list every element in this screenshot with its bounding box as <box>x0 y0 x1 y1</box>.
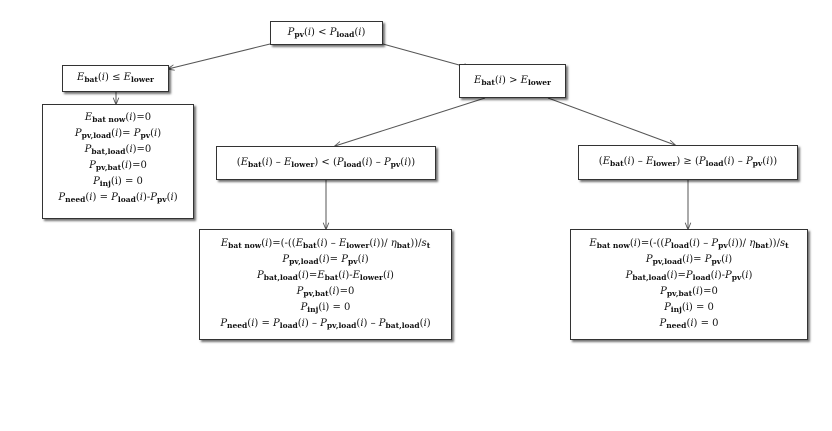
far-right-condition-text: (Ebat(i) – Elower) ≥ (Pload(i) – Ppv(i)) <box>598 156 778 169</box>
arrow-right-to-middle <box>335 97 486 146</box>
middle-pneed-line: Pneed(i) = Pload(i) – Ppv,load(i) – Pbat… <box>220 318 431 330</box>
left-ebat-now-line: Ebat now(i)=0 <box>84 112 152 124</box>
left-condition-box: Ebat(i) ≤ Elower <box>62 65 169 92</box>
left-ppv-bat-line: Ppv,bat(i)=0 <box>89 160 147 172</box>
right-pneed-line: Pneed(i) = 0 <box>659 318 719 330</box>
root-condition-text: Ppv(i) < Pload(i) <box>287 26 366 39</box>
middle-ppv-load-line: Ppv,load(i)= Ppv(i) <box>282 254 369 266</box>
root-condition-box: Ppv(i) < Pload(i) <box>270 21 383 45</box>
right-condition-text: Ebat(i) > Elower <box>474 74 551 87</box>
right-pbat-load-line: Pbat,load(i)=Pload(i)-Ppv(i) <box>625 270 753 282</box>
right-ppv-bat-line: Ppv,bat(i)=0 <box>660 286 718 298</box>
right-ebat-now-line: Ebat now(i)=(-((Pload(i) – Ppv(i))/ ηbat… <box>589 238 789 250</box>
middle-ebat-now-line: Ebat now(i)=(-((Ebat(i) – Elower(i))/ ηb… <box>220 238 431 250</box>
middle-condition-box: (Ebat(i) – Elower) < (Pload(i) – Ppv(i)) <box>216 146 436 180</box>
left-pbat-load-line: Pbat,load(i)=0 <box>84 144 152 156</box>
middle-result-box: Ebat now(i)=(-((Ebat(i) – Elower(i))/ ηb… <box>199 229 452 340</box>
right-result-box: Ebat now(i)=(-((Pload(i) – Ppv(i))/ ηbat… <box>570 229 808 340</box>
middle-pinj-line: Pinj(i) = 0 <box>300 302 351 314</box>
middle-ppv-bat-line: Ppv,bat(i)=0 <box>296 286 355 298</box>
left-result-box: Ebat now(i)=0 Ppv,load(i)= Ppv(i) Pbat,l… <box>42 104 194 219</box>
right-condition-box: Ebat(i) > Elower <box>459 64 566 98</box>
middle-condition-text: (Ebat(i) – Elower) < (Pload(i) – Ppv(i)) <box>236 156 416 169</box>
left-condition-text: Ebat(i) ≤ Elower <box>77 72 154 85</box>
left-pinj-line: Pinj(i) = 0 <box>93 176 143 188</box>
middle-pbat-load-line: Pbat,load(i)=Ebat(i)-Elower(i) <box>257 270 394 282</box>
left-pneed-line: Pneed(i) = Pload(i)-Ppv(i) <box>58 192 178 204</box>
arrow-root-to-right <box>382 43 470 68</box>
arrow-right-to-far-right <box>547 97 675 145</box>
left-ppv-load-line: Ppv,load(i)= Ppv(i) <box>74 128 162 140</box>
right-ppv-load-line: Ppv,load(i)= Ppv(i) <box>645 254 733 266</box>
far-right-condition-box: (Ebat(i) – Elower) ≥ (Pload(i) – Ppv(i)) <box>578 145 798 180</box>
right-pinj-line: Pinj(i) = 0 <box>664 302 714 314</box>
arrow-root-to-left <box>168 43 271 69</box>
